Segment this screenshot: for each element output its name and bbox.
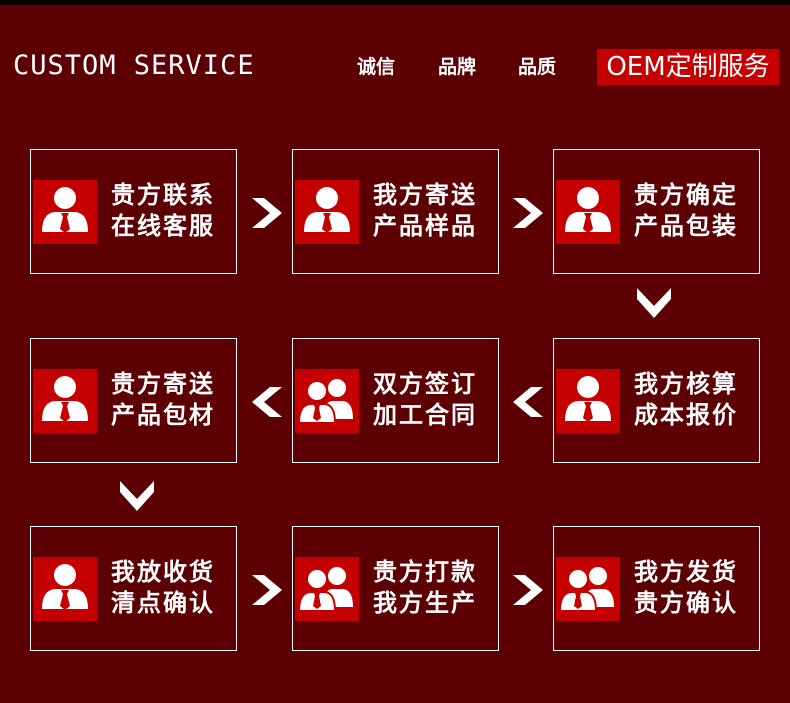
step-text-line2: 产品样品 [373,212,477,240]
chevron-down-icon [119,480,155,512]
step-text-line1: 我放收货 [111,558,215,586]
chevron-right-icon [511,573,545,607]
step-card-5: 双方签订 加工合同 [292,338,499,463]
step-text-line1: 贵方联系 [111,181,215,209]
nav-item-quality[interactable]: 品质 [518,56,557,78]
person-icon [295,180,359,244]
step-card-6: 贵方寄送 产品包材 [30,338,237,463]
step-text-line1: 贵方确定 [634,181,738,209]
step-text: 我方核算 成本报价 [634,369,759,431]
chevron-right-icon [511,196,545,230]
step-text-line1: 我方寄送 [373,181,477,209]
step-text-line1: 我方核算 [634,370,738,398]
step-text-line2: 我方生产 [373,589,477,617]
person-icon [556,369,620,433]
step-card-1: 贵方联系 在线客服 [30,149,237,274]
step-text: 贵方打款 我方生产 [373,557,498,619]
person-icon [33,369,97,433]
step-text-line1: 贵方打款 [373,558,477,586]
chevron-right-icon [250,196,284,230]
step-card-4: 我方核算 成本报价 [553,338,760,463]
step-text: 我方发货 贵方确认 [634,557,759,619]
step-card-8: 贵方打款 我方生产 [292,526,499,651]
step-text: 双方签订 加工合同 [373,369,498,431]
two-persons-icon [295,557,359,621]
nav-item-brand[interactable]: 品牌 [438,56,477,78]
step-text: 贵方寄送 产品包材 [111,369,236,431]
step-text-line1: 我方发货 [634,558,738,586]
step-card-9: 我方发货 贵方确认 [553,526,760,651]
step-text: 贵方确定 产品包装 [634,180,759,242]
step-text-line2: 产品包材 [111,401,215,429]
step-card-7: 我放收货 清点确认 [30,526,237,651]
top-bar [0,0,790,5]
person-icon [556,180,620,244]
chevron-down-icon [636,287,672,319]
step-text-line2: 贵方确认 [634,589,738,617]
step-text: 我放收货 清点确认 [111,557,236,619]
person-icon [33,557,97,621]
step-card-3: 贵方确定 产品包装 [553,149,760,274]
step-text-line2: 在线客服 [111,212,215,240]
step-text-line2: 加工合同 [373,401,477,429]
page-title: CUSTOM SERVICE [13,50,255,81]
step-text-line2: 清点确认 [111,589,215,617]
step-text: 贵方联系 在线客服 [111,180,236,242]
chevron-left-icon [511,385,545,419]
step-text: 我方寄送 产品样品 [373,180,498,242]
nav-item-integrity[interactable]: 诚信 [357,56,396,78]
nav-item-oem-service-active[interactable]: OEM定制服务 [597,49,779,85]
chevron-left-icon [250,385,284,419]
two-persons-icon [295,369,359,433]
step-text-line2: 成本报价 [634,401,738,429]
step-card-2: 我方寄送 产品样品 [292,149,499,274]
step-text-line1: 双方签订 [373,370,477,398]
two-persons-icon [556,557,620,621]
step-text-line2: 产品包装 [634,212,738,240]
chevron-right-icon [250,573,284,607]
step-text-line1: 贵方寄送 [111,370,215,398]
person-icon [33,180,97,244]
